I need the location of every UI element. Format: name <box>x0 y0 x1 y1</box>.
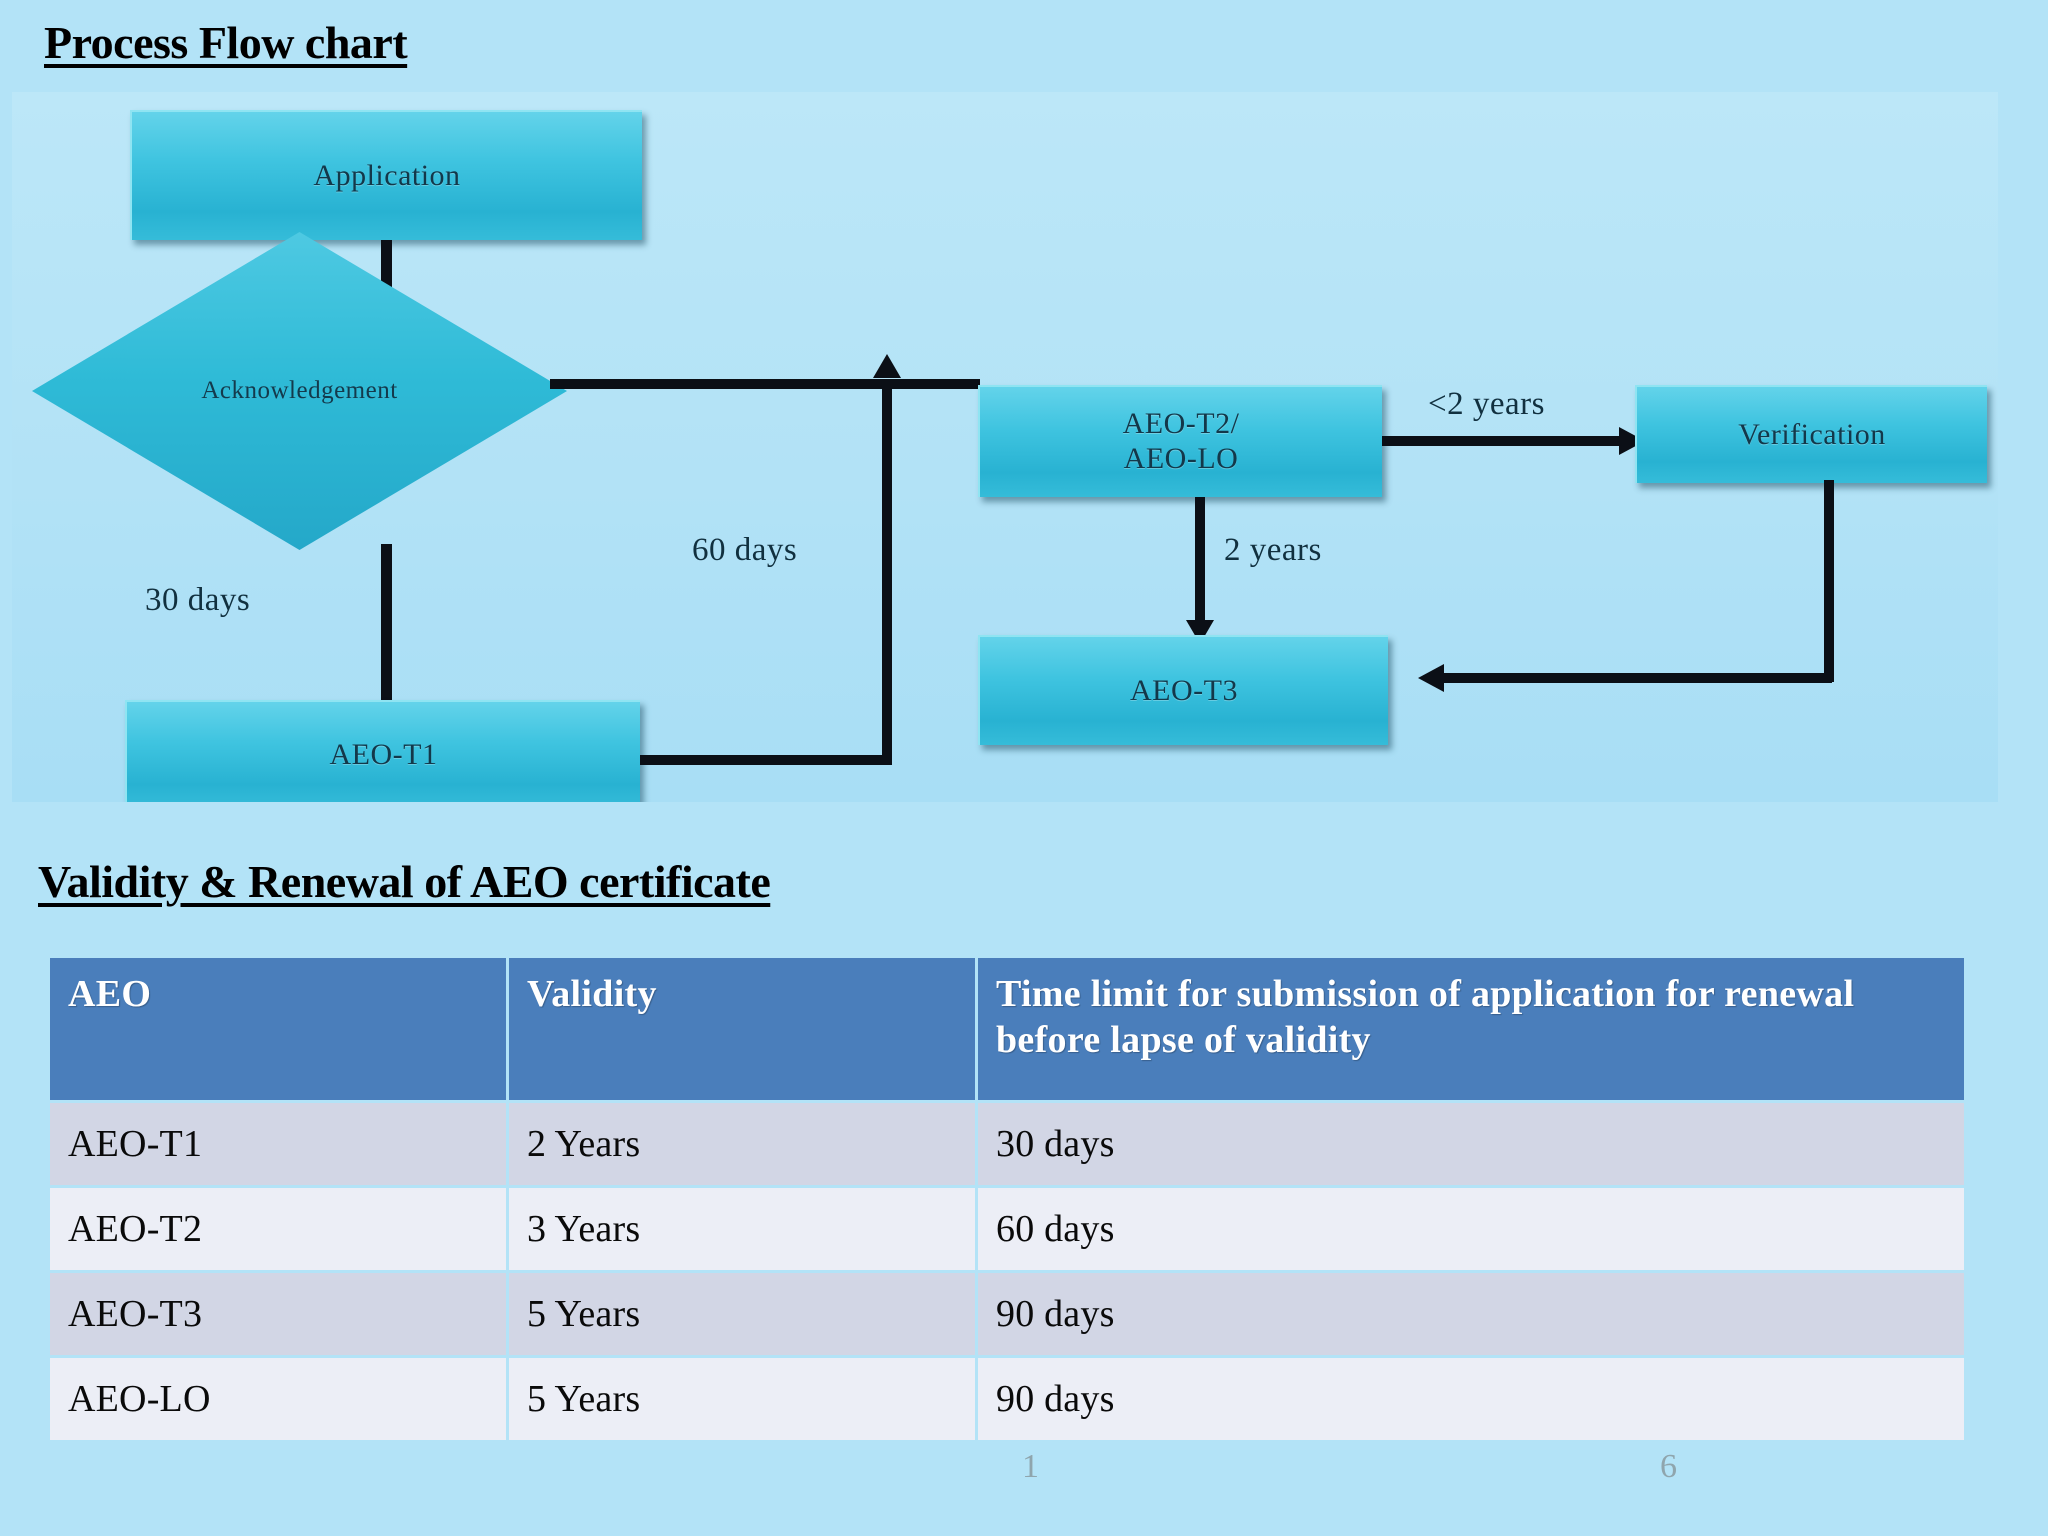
table-row: AEO-T1 2 Years 30 days <box>50 1103 1964 1185</box>
flow-node-application-label: Application <box>313 158 461 192</box>
flow-node-acknowledgement-label: Acknowledgement <box>201 377 398 404</box>
table-cell-aeo: AEO-LO <box>50 1358 506 1440</box>
edge-label-60-days: 60 days <box>692 532 798 568</box>
flow-node-acknowledgement[interactable]: Acknowledgement <box>32 232 567 550</box>
table-row: AEO-T2 3 Years 60 days <box>50 1188 1964 1270</box>
table-row: AEO-LO 5 Years 90 days <box>50 1358 1964 1440</box>
table-header-validity: Validity <box>509 958 975 1100</box>
connector-aeo-t1-vertical-segment <box>882 379 892 759</box>
table-row: AEO-T3 5 Years 90 days <box>50 1273 1964 1355</box>
arrowhead-into-acknowledgement-junction <box>873 354 901 378</box>
flow-node-aeo-t3[interactable]: AEO-T3 <box>978 635 1388 745</box>
flow-node-aeo-t1[interactable]: AEO-T1 <box>125 700 640 802</box>
process-flow-chart-image: Application Acknowledgement 30 days AEO-… <box>12 92 1998 802</box>
table-cell-aeo: AEO-T1 <box>50 1103 506 1185</box>
table-header-aeo: AEO <box>50 958 506 1100</box>
connector-aeo-t2-to-aeo-t3 <box>1195 497 1205 622</box>
connector-verification-to-aeo-t3-horizontal <box>1444 673 1832 683</box>
flow-node-application[interactable]: Application <box>130 110 642 240</box>
table-cell-time-limit: 30 days <box>978 1103 1964 1185</box>
table-cell-time-limit: 60 days <box>978 1188 1964 1270</box>
flow-node-verification[interactable]: Verification <box>1635 385 1987 483</box>
connector-aeo-t1-horizontal-segment <box>640 755 892 765</box>
flow-node-aeo-t1-label: AEO-T1 <box>329 737 438 771</box>
edge-label-2-years: 2 years <box>1224 532 1322 568</box>
table-cell-aeo: AEO-T2 <box>50 1188 506 1270</box>
connector-verification-vertical-segment <box>1824 480 1834 682</box>
flow-node-aeo-t2-label: AEO-T2/ <box>1122 407 1240 441</box>
table-header-time-limit: Time limit for submission of application… <box>978 958 1964 1100</box>
connector-acknowledgement-to-aeo-t1 <box>381 544 392 702</box>
table-cell-validity: 3 Years <box>509 1188 975 1270</box>
flow-node-aeo-lo-label: AEO-LO <box>1123 442 1239 475</box>
validity-renewal-table: AEO Validity Time limit for submission o… <box>47 955 1967 1443</box>
edge-label-30-days: 30 days <box>145 582 251 618</box>
edge-label-less-than-2-years: <2 years <box>1428 386 1545 422</box>
flow-node-aeo-t3-label: AEO-T3 <box>1130 673 1238 707</box>
table-cell-aeo: AEO-T3 <box>50 1273 506 1355</box>
flow-node-aeo-t2-lo[interactable]: AEO-T2/ AEO-LO <box>978 385 1382 497</box>
connector-acknowledgement-to-aeo-t2 <box>550 379 980 389</box>
arrowhead-into-aeo-t3-from-verification <box>1418 664 1444 692</box>
connector-aeo-t2-to-verification <box>1382 436 1627 446</box>
flow-node-verification-label: Verification <box>1738 417 1886 451</box>
page-title-process-flow-chart: Process Flow chart <box>44 17 408 68</box>
table-cell-time-limit: 90 days <box>978 1358 1964 1440</box>
section-title-validity-renewal: Validity & Renewal of AEO certificate <box>38 856 771 907</box>
table-cell-validity: 5 Years <box>509 1273 975 1355</box>
table-cell-validity: 5 Years <box>509 1358 975 1440</box>
footer-page-number: 6 <box>1660 1448 1677 1485</box>
table-cell-time-limit: 90 days <box>978 1273 1964 1355</box>
footer-center-number: 1 <box>1022 1448 1039 1485</box>
table-header-row: AEO Validity Time limit for submission o… <box>50 958 1964 1100</box>
table-cell-validity: 2 Years <box>509 1103 975 1185</box>
